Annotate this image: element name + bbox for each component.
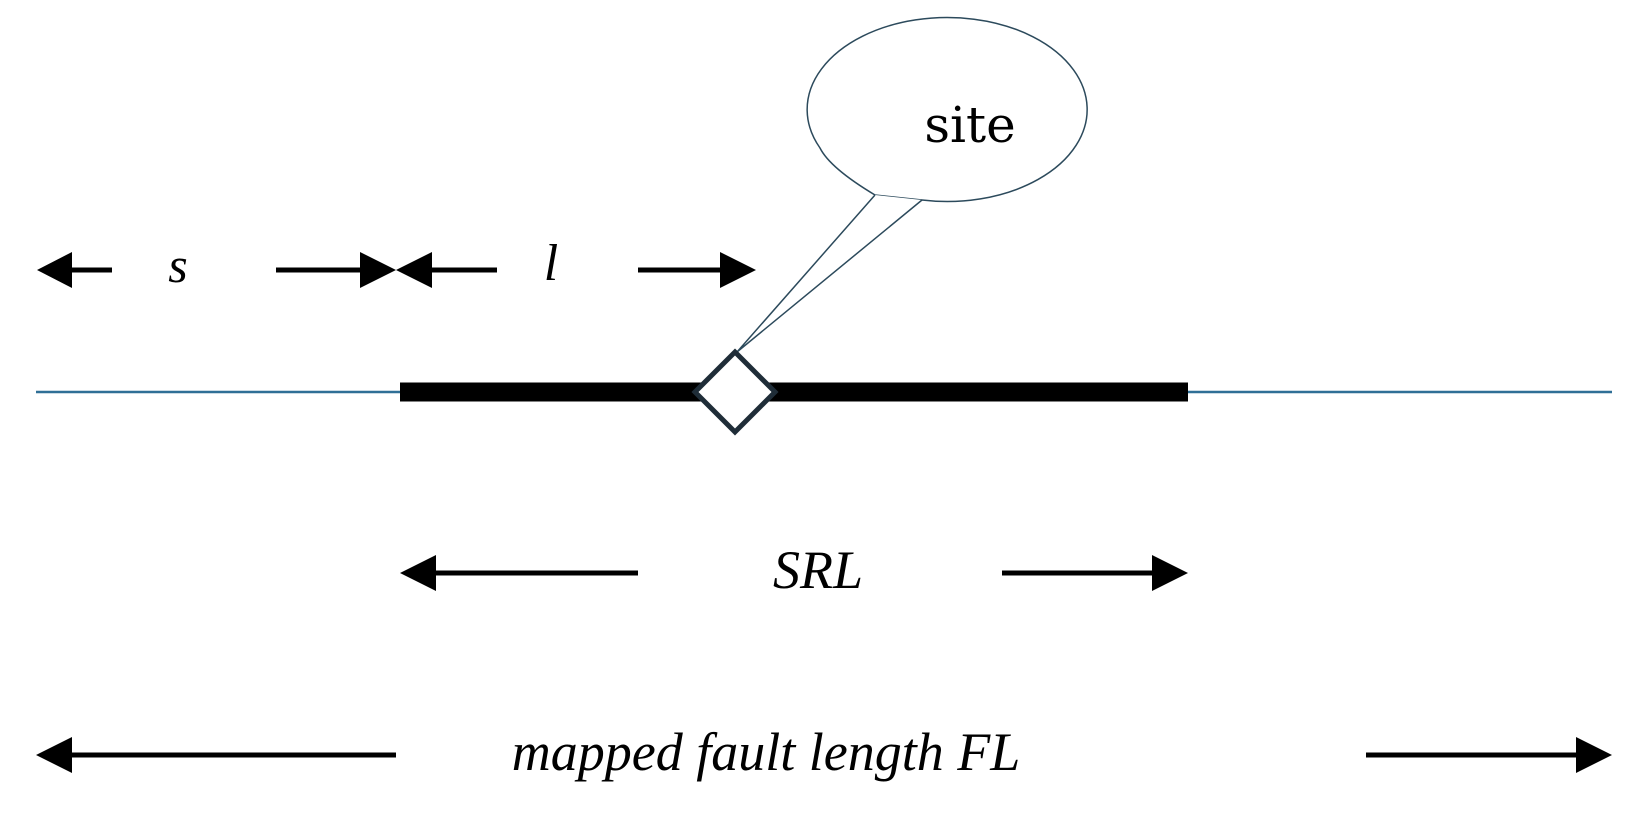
fault-line <box>36 348 1612 436</box>
site-callout-bubble <box>806 16 1088 203</box>
srl-left-arrowhead <box>400 555 436 591</box>
srl-dimension: SRL <box>400 540 1188 600</box>
site-callout-pointer <box>736 194 923 353</box>
site-marker <box>691 348 779 436</box>
l-left-arrowhead <box>396 252 432 288</box>
site-callout: site <box>736 16 1088 353</box>
s-right-arrowhead <box>360 252 396 288</box>
fl-left-arrowhead <box>36 737 72 773</box>
l-dimension: l <box>396 235 756 292</box>
fl-label: mapped fault length FL <box>512 722 1020 782</box>
l-right-arrowhead <box>720 252 756 288</box>
srl-label: SRL <box>773 540 863 600</box>
fl-dimension: mapped fault length FL <box>36 722 1612 782</box>
s-left-arrowhead <box>37 252 72 288</box>
s-dimension: s <box>37 237 396 293</box>
l-label: l <box>544 235 558 292</box>
s-label: s <box>168 237 187 293</box>
srl-right-arrowhead <box>1152 555 1188 591</box>
site-label: site <box>924 96 1015 154</box>
fl-right-arrowhead <box>1576 737 1612 773</box>
